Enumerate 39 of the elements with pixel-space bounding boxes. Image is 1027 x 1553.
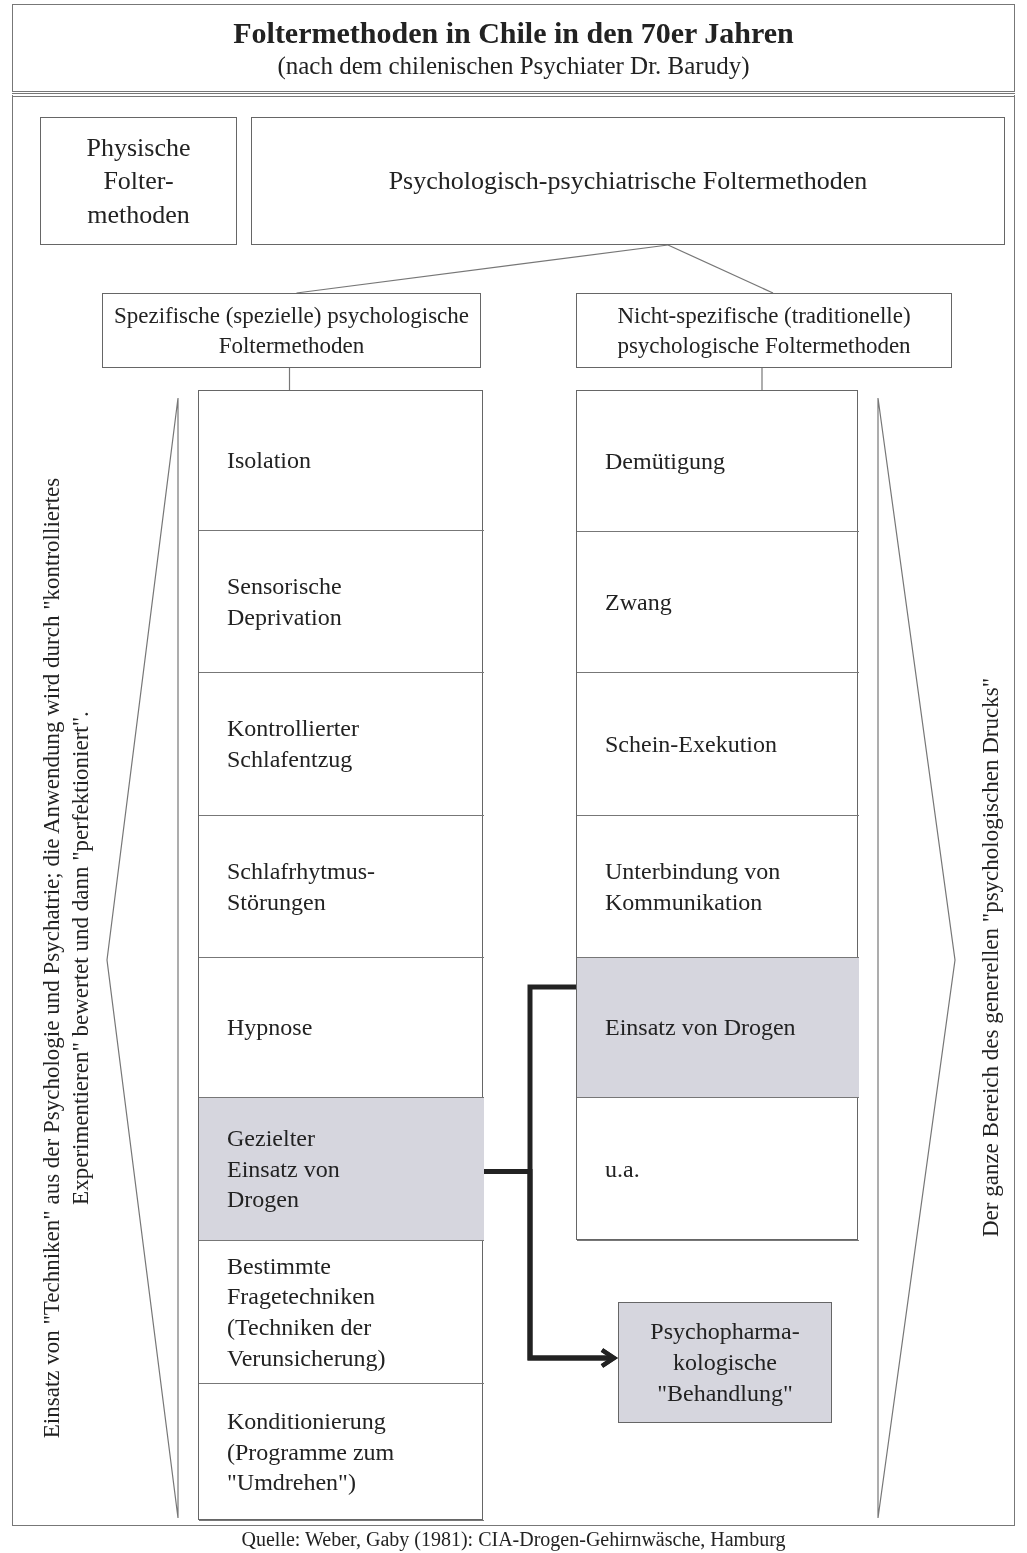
- label-box: [576, 293, 952, 368]
- connector-line: [761, 367, 763, 391]
- node-text: Bestimmte Fragetechniken (Techniken der Verunsicherung): [227, 1251, 387, 1373]
- angle-bracket: [877, 397, 956, 1519]
- node-text: Kontrollierter Schlafentzug: [227, 714, 360, 774]
- node-text: Gezielter Einsatz von Drogen: [227, 1123, 341, 1215]
- source-caption: Quelle: Weber, Gaby (1981): CIA-Drogen-Gehirnwäsche, Hamburg: [240, 1527, 787, 1552]
- node-text: Psychologisch-psychiatrische Foltermethoden: [388, 165, 868, 198]
- angle-bracket: [106, 397, 179, 1519]
- node-text: Physische Folter-methoden: [85, 132, 192, 231]
- node-text: Nicht-spezifische (traditionelle) psychologische Foltermethoden: [616, 302, 912, 360]
- node-text: Spezifische (spezielle) psychologische Foltermethoden: [112, 302, 471, 360]
- node-text: Unterbindung von Kommunikation: [605, 856, 782, 917]
- column-box: [198, 390, 483, 1520]
- connector-line: [288, 367, 291, 391]
- node-text: Konditionierung (Programme zum "Umdrehen"): [227, 1406, 396, 1498]
- title: Foltermethoden in Chile in den 70er Jahren: [233, 15, 794, 51]
- node-text: Demütigung: [605, 446, 725, 476]
- connector-line: [667, 244, 774, 294]
- label-box: [40, 117, 237, 245]
- node-text: Einsatz von Drogen: [605, 1013, 796, 1043]
- arrow: [527, 984, 617, 1369]
- node-text: Isolation: [227, 446, 311, 476]
- side-note: Einsatz von "Techniken" aus der Psychologie und Psychatrie; die Anwendung wird durch "kontrolliertes Experimentieren" bewertet und dann "perfektioniert".: [38, 476, 94, 1441]
- label-box: [102, 293, 481, 368]
- table-cell: [577, 958, 859, 1098]
- subtitle: (nach dem chilenischen Psychiater Dr. Barudy): [277, 51, 750, 81]
- node-text: Zwang: [605, 587, 672, 617]
- node-text: Psychopharma-kologische "Behandlung": [649, 1317, 801, 1408]
- node-text: Hypnose: [227, 1013, 313, 1043]
- column-box: [576, 390, 858, 1240]
- node-text: u.a.: [605, 1154, 640, 1184]
- label-box: [618, 1302, 832, 1423]
- side-note: Der ganze Bereich des generellen "psychologischen Drucks": [976, 676, 1004, 1240]
- node-text: Schein-Exekution: [605, 729, 777, 759]
- node-text: Schlafrhytmus-Störungen: [227, 856, 376, 917]
- label-box: [251, 117, 1005, 245]
- table-cell: [199, 1098, 484, 1241]
- node-text: Sensorische Deprivation: [227, 571, 343, 632]
